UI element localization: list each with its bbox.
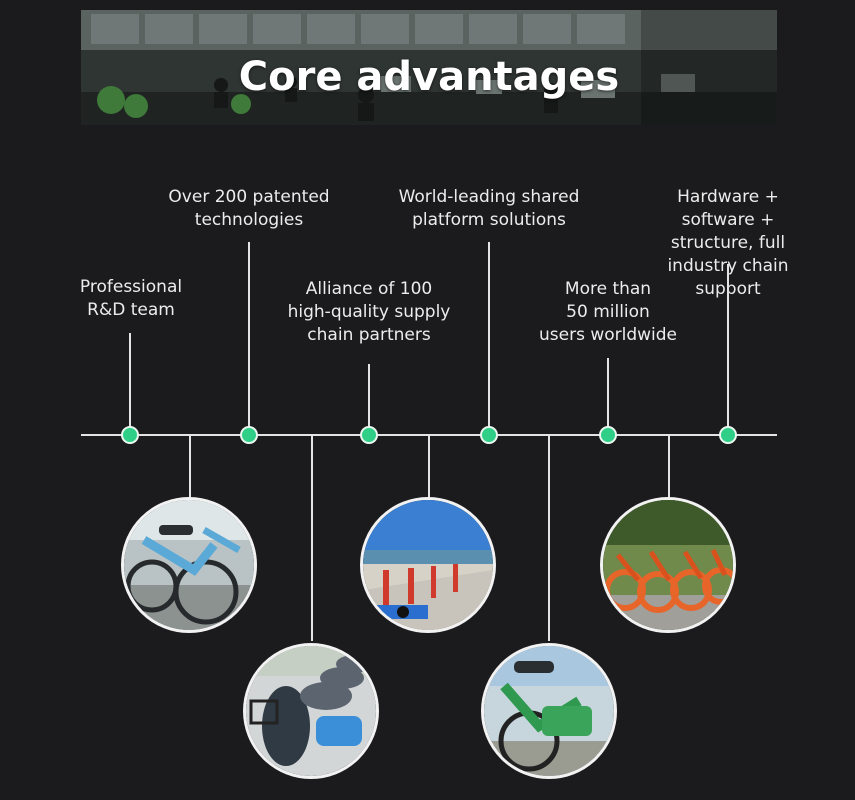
milestone-label-platform: World-leading shared platform solutions — [398, 187, 580, 230]
header-banner: Core advantages — [81, 10, 777, 125]
milestone-label-supply-chain: Alliance of 100 high-quality supply chai… — [287, 279, 451, 345]
milestone-label-rd-team: Professional R&D team — [79, 277, 183, 320]
milestone-label-patents: Over 200 patented technologies — [168, 187, 330, 230]
connector-line — [727, 264, 729, 435]
timeline-node — [360, 426, 378, 444]
timeline-node — [719, 426, 737, 444]
connector-line — [428, 435, 430, 497]
photo-orange-shared-bikes — [600, 497, 736, 633]
timeline-node — [121, 426, 139, 444]
connector-line — [189, 435, 191, 497]
page-title: Core advantages — [238, 54, 620, 100]
office-photo — [81, 10, 777, 125]
milestone-label-users: More than 50 million users worldwide — [538, 279, 678, 345]
photo-green-shared-bikes — [481, 643, 617, 779]
connector-line — [488, 242, 490, 435]
timeline-node — [480, 426, 498, 444]
milestone-label-industry-chain: Hardware + software + structure, full in… — [667, 187, 789, 299]
connector-line — [607, 358, 609, 435]
photo-electric-scooters-seaside — [360, 497, 496, 633]
connector-line — [311, 435, 313, 641]
photo-parked-scooters — [243, 643, 379, 779]
photo-blue-shared-bikes — [121, 497, 257, 633]
connector-line — [248, 242, 250, 435]
connector-line — [548, 435, 550, 641]
connector-line — [129, 333, 131, 435]
connector-line — [668, 435, 670, 497]
connector-line — [368, 364, 370, 435]
timeline-node — [240, 426, 258, 444]
timeline-node — [599, 426, 617, 444]
